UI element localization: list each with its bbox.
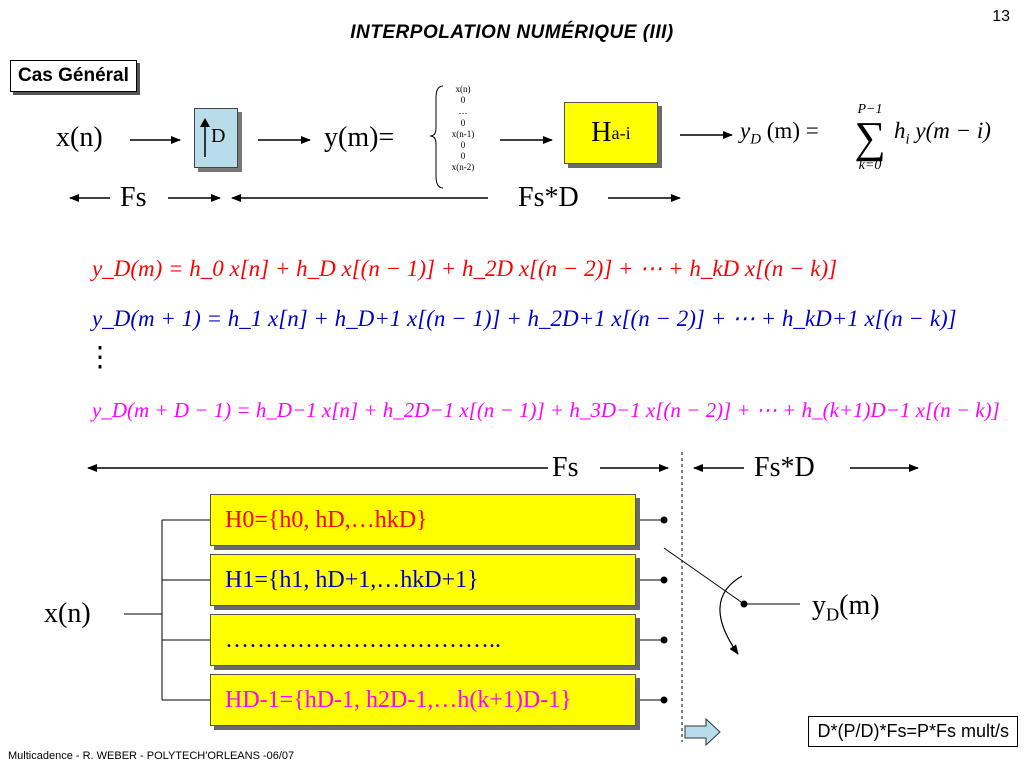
polyphase-filter-h1: H1={h1, hD+1,…hkD+1}	[210, 554, 636, 606]
sequence-item: …	[458, 106, 468, 117]
upsampler-factor: D	[211, 125, 226, 147]
sequence-item: 0	[460, 95, 466, 106]
formula-coef: h	[894, 118, 906, 143]
sequence-item: 0	[460, 117, 466, 128]
formula-lhs: y	[740, 118, 751, 143]
sigma-icon: ∑	[854, 113, 886, 162]
computational-cost: D*(P/D)*Fs=P*Fs mult/s	[808, 716, 1018, 747]
rate-fs-label-2: Fs	[552, 452, 579, 483]
sequence-item: 0	[460, 140, 466, 151]
formula-rest: y(m − i)	[915, 118, 991, 143]
sum-symbol-group: P−1 ∑ k=0	[850, 102, 890, 174]
sum-lower: k=0	[858, 158, 882, 173]
sum-upper: P−1	[857, 102, 883, 117]
sequence-item: x(n-2)	[451, 162, 475, 173]
page-number: 13	[992, 8, 1010, 25]
formula-coef-sub: i	[905, 131, 910, 148]
rate-fsd-label: Fs*D	[518, 182, 579, 213]
equation-1: y_D(m) = h_0 x[n] + h_D x[(n − 1)] + h_2…	[92, 256, 838, 281]
slide-title: INTERPOLATION NUMÉRIQUE (III)	[350, 22, 674, 43]
output-sub: D	[826, 604, 840, 625]
output-arg: (m)	[839, 590, 880, 621]
equation-3: y_D(m + D − 1) = h_D−1 x[n] + h_2D−1 x[(…	[92, 398, 1000, 422]
output-sequence-label: y(m)=	[324, 122, 395, 153]
convolution-formula: yD (m) =	[740, 118, 819, 149]
rate-fs-label: Fs	[120, 182, 147, 213]
filter-name: H	[591, 117, 612, 148]
polyphase-output-label: yD(m)	[812, 590, 880, 626]
right-arrow-icon	[684, 718, 721, 747]
rate-fsd-label-2: Fs*D	[754, 452, 815, 483]
polyphase-filter-hd-1: HD-1={hD-1, h2D-1,…h(k+1)D-1}	[210, 674, 636, 726]
sequence-item: x(n)	[455, 84, 471, 94]
polyphase-filter-h0: H0={h0, hD,…hkD}	[210, 494, 636, 546]
polyphase-filter-dots: ……………………………..	[210, 614, 636, 666]
footer-text: Multicadence - R. WEBER - POLYTECH'ORLEA…	[8, 750, 295, 762]
sequence-item: 0	[460, 151, 466, 162]
input-signal-label: x(n)	[56, 122, 103, 153]
output-y: y	[812, 590, 826, 621]
equation-2: y_D(m + 1) = h_1 x[n] + h_D+1 x[(n − 1)]…	[92, 306, 957, 331]
polyphase-input-label: x(n)	[44, 598, 91, 629]
upsampler-block: D	[194, 108, 238, 168]
filter-subscript: a-i	[611, 122, 631, 143]
formula-arg: (m) =	[766, 118, 819, 143]
upsampled-sequence: x(n) 0 … 0 x(n-1) 0 0 x(n-2)	[446, 84, 480, 174]
up-arrow-icon	[200, 118, 210, 157]
case-label: Cas Général	[10, 60, 137, 92]
formula-lhs-sub: D	[750, 131, 762, 148]
vertical-dots: ⋮	[86, 342, 114, 373]
formula-body: hi y(m − i)	[894, 118, 991, 149]
sequence-item: x(n-1)	[451, 128, 475, 139]
